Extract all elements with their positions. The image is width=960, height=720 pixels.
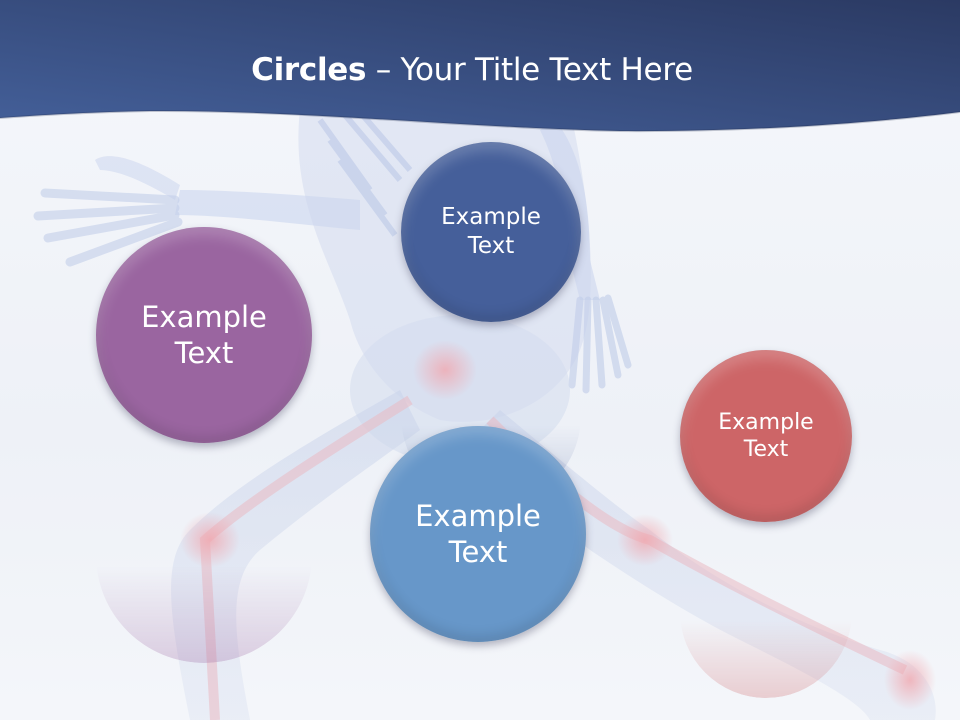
circle-shape[interactable]: Example Text xyxy=(401,142,581,322)
circle-label-line1: Example xyxy=(718,409,814,435)
circle-shape[interactable]: Example Text xyxy=(370,426,586,642)
circle-label-line2: Text xyxy=(743,437,789,462)
circle-label-line2: Text xyxy=(448,535,508,569)
circle-label-line1: Example xyxy=(441,204,541,231)
circle-reflection xyxy=(96,447,312,663)
slide-title: Circles – Your Title Text Here xyxy=(0,52,944,88)
circle-label-line1: Example xyxy=(415,498,541,533)
circle-label-line2: Text xyxy=(467,233,515,259)
circle-light-blue[interactable]: Example Text xyxy=(370,426,586,720)
circle-red[interactable]: Example Text xyxy=(680,350,852,698)
circle-purple[interactable]: Example Text xyxy=(96,227,312,663)
circle-shape[interactable]: Example Text xyxy=(680,350,852,522)
title-rest: – Your Title Text Here xyxy=(366,52,693,88)
title-bold: Circles xyxy=(251,52,367,88)
circle-label-line1: Example xyxy=(141,299,267,334)
circle-label-line2: Text xyxy=(174,336,234,370)
circle-shape[interactable]: Example Text xyxy=(96,227,312,443)
circle-reflection xyxy=(680,526,852,698)
header-band xyxy=(0,0,960,133)
circle-dark-blue[interactable]: Example Text xyxy=(401,142,581,506)
